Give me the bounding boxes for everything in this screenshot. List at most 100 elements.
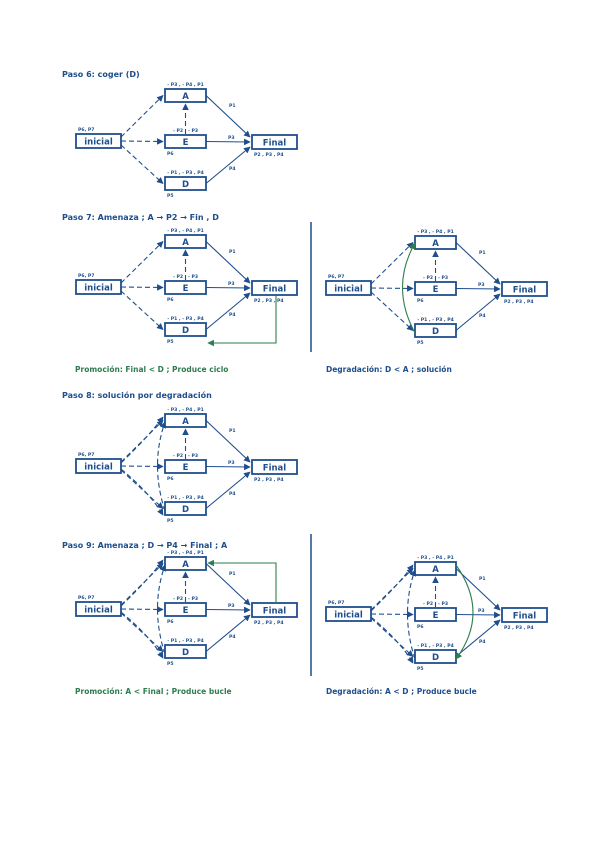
label-edge-d-final: P4 (479, 313, 486, 319)
node-a-label: A (432, 239, 439, 249)
edge-inicial-d (120, 290, 164, 330)
label-edge-a-final: P1 (479, 576, 486, 582)
label-edge-a-final: P1 (229, 571, 236, 577)
node-a-label: A (182, 417, 189, 427)
label-d-post: P5 (167, 661, 174, 667)
label-inicial-pre: P6, P7 (78, 273, 94, 279)
edge-a-final (205, 95, 251, 138)
step9-promotion-caption: Promoción: A < Final ; Produce bucle (75, 687, 232, 696)
node-inicial-label: inicial (84, 284, 113, 294)
step7-title: Paso 7: Amenaza ; A → P2 → Fin , D (62, 213, 219, 222)
step6-title: Paso 6: coger (D) (62, 70, 140, 79)
label-final-pre: P2 , P3 , P4 (254, 298, 284, 304)
edge-d-a-curve (156, 421, 167, 512)
label-final-pre: P2 , P3 , P4 (254, 620, 284, 626)
label-d-post: P5 (167, 339, 174, 345)
label-e-post: P6 (417, 298, 424, 304)
edge-a-final (205, 563, 251, 606)
edge-inicial-d (120, 612, 164, 652)
label-d-post: P5 (167, 518, 174, 524)
node-e-box (414, 607, 457, 622)
label-edge-d-final: P4 (229, 166, 236, 172)
node-final-box (251, 280, 298, 296)
edge-e-final (205, 138, 251, 146)
label-e-post: P6 (167, 297, 174, 303)
label-edge-d-final: P4 (479, 639, 486, 645)
label-edge-d-final: P4 (229, 491, 236, 497)
edge-inicial-a (120, 241, 164, 284)
edge-a-final (455, 242, 501, 285)
node-inicial-label: inicial (334, 285, 363, 295)
node-a-label: A (182, 92, 189, 102)
edge-inicial-a (370, 242, 414, 285)
edge-inicial-a-curve (120, 559, 164, 607)
node-inicial-label: inicial (84, 138, 113, 148)
edge-inicial-a (370, 568, 414, 611)
edge-inicial-e (120, 284, 164, 291)
edge-final-d-green (207, 296, 277, 347)
label-edge-e-final: P3 (228, 135, 235, 141)
label-edge-a-final: P1 (229, 249, 236, 255)
edge-inicial-a-curve (120, 416, 164, 464)
label-a-pre: - P3 , - P4 , P1 (167, 82, 204, 88)
step7-demotion-caption: Degradación: D < A ; solución (326, 365, 452, 374)
node-a-label: A (432, 565, 439, 575)
label-d-pre: - P1 , - P3 , P4 (167, 638, 204, 644)
node-d-label: D (182, 326, 189, 336)
node-a-box (164, 413, 207, 428)
node-e-label: E (183, 284, 189, 294)
node-final-box (501, 281, 548, 297)
label-e-post: P6 (167, 619, 174, 625)
label-d-post: P5 (417, 340, 424, 346)
label-d-pre: - P1 , - P3 , P4 (417, 643, 454, 649)
label-e-post: P6 (167, 151, 174, 157)
step9-title: Paso 9: Amenaza ; D → P4 → Final ; A (62, 541, 228, 550)
node-inicial-label: inicial (84, 606, 113, 616)
node-inicial-label: inicial (84, 463, 113, 473)
edge-d-final (205, 614, 251, 652)
label-edge-a-final: P1 (479, 250, 486, 256)
label-a-pre: - P3 , - P4 , P1 (417, 555, 454, 561)
step7-promotion-caption: Promoción: Final < D ; Produce ciclo (75, 365, 228, 374)
node-e-label: E (183, 606, 189, 616)
label-final-pre: P2 , P3 , P4 (504, 625, 534, 631)
label-a-pre: - P3 , - P4 , P1 (167, 228, 204, 234)
node-inicial-box (325, 606, 372, 622)
label-d-pre: - P1 , - P3 , P4 (167, 316, 204, 322)
edge-inicial-e (370, 285, 414, 292)
edge-d-final (205, 471, 251, 509)
label-d-post: P5 (167, 193, 174, 199)
label-edge-a-final: P1 (229, 103, 236, 109)
label-e-pre: - P2 , - P3 (173, 596, 198, 602)
label-final-pre: P2 , P3 , P4 (254, 152, 284, 158)
node-d-box (414, 323, 457, 338)
label-inicial-pre: P6, P7 (328, 600, 344, 606)
node-d-label: D (182, 180, 189, 190)
edge-e-final (455, 611, 501, 619)
node-a-box (164, 556, 207, 571)
edge-inicial-a (120, 563, 164, 606)
label-e-pre: - P2 , - P3 (423, 275, 448, 281)
edge-d-final (455, 293, 501, 331)
edge-inicial-d (370, 617, 414, 657)
node-final-label: Final (513, 612, 537, 622)
label-inicial-pre: P6, P7 (78, 127, 94, 133)
edge-inicial-e (120, 138, 164, 145)
label-d-pre: - P1 , - P3 , P4 (167, 495, 204, 501)
label-a-pre: - P3 , - P4 , P1 (167, 407, 204, 413)
label-e-post: P6 (167, 476, 174, 482)
edge-d-final (205, 146, 251, 184)
node-d-box (164, 644, 207, 659)
edge-d-a-curve (156, 564, 167, 655)
node-inicial-box (325, 280, 372, 296)
edge-inicial-e (120, 463, 164, 470)
node-d-label: D (432, 653, 439, 663)
label-e-pre: - P2 , - P3 (173, 128, 198, 134)
node-final-box (501, 607, 548, 623)
node-a-box (164, 88, 207, 103)
label-e-pre: - P2 , - P3 (423, 601, 448, 607)
edge-inicial-a (120, 95, 164, 138)
node-final-box (251, 602, 298, 618)
